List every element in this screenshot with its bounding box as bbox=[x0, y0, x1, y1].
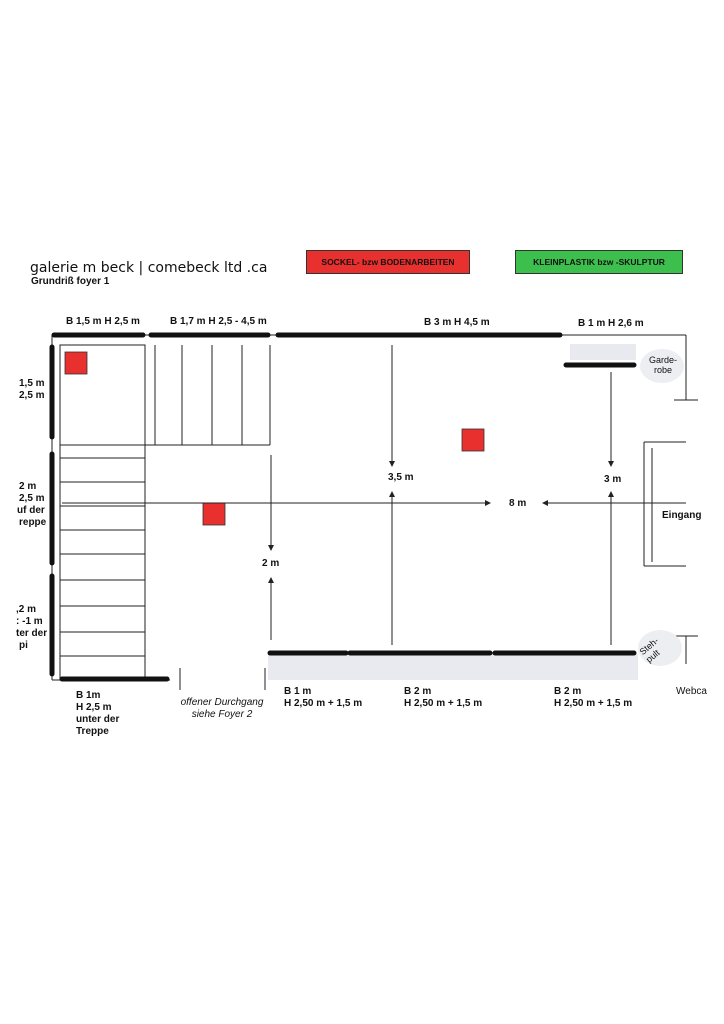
label-webcam: Webca bbox=[676, 686, 707, 697]
label-passage: offener Durchgang siehe Foyer 2 bbox=[180, 697, 264, 720]
label-garderobe: Garde- robe bbox=[648, 355, 677, 375]
pedestal-3 bbox=[202, 502, 226, 526]
label-wall-bottom-2: B 2 m H 2,50 m + 1,5 m bbox=[404, 686, 483, 709]
label-wall-top-4: B 1 m H 2,6 m bbox=[578, 318, 644, 329]
plan-outline bbox=[51, 334, 698, 690]
entrance-door bbox=[643, 441, 686, 567]
label-left-a2: 2,5 m bbox=[19, 390, 45, 401]
label-eingang: Eingang bbox=[662, 510, 702, 521]
legend-sockel: SOCKEL- bzw BODENARBEITEN bbox=[306, 250, 470, 274]
label-left-b4: reppe bbox=[19, 517, 47, 528]
label-left-c4: pi bbox=[19, 640, 28, 651]
dim-8: 8 m bbox=[509, 498, 527, 509]
brand-title: galerie m beck | comebeck ltd .ca bbox=[30, 260, 268, 276]
plan-subtitle: Grundriß foyer 1 bbox=[31, 276, 110, 287]
lower-stair-steps bbox=[59, 445, 146, 680]
label-left-c3: ter der bbox=[16, 628, 48, 639]
legend-kleinplastik: KLEINPLASTIK bzw -SKULPTUR bbox=[515, 250, 683, 274]
label-left-b2: 2,5 m bbox=[19, 493, 45, 504]
label-left-b3: uf der bbox=[17, 505, 45, 516]
dim-3: 3 m bbox=[604, 474, 622, 485]
legend-kleinplastik-label: KLEINPLASTIK bzw -SKULPTUR bbox=[533, 257, 665, 267]
label-left-b1: 2 m bbox=[19, 481, 37, 492]
label-wall-top-1: B 1,5 m H 2,5 m bbox=[66, 316, 140, 327]
label-stair-wall: B 1m H 2,5 m unter der Treppe bbox=[76, 690, 120, 737]
pedestal-1 bbox=[64, 351, 88, 375]
dim-35: 3,5 m bbox=[388, 472, 414, 483]
label-wall-top-2: B 1,7 m H 2,5 - 4,5 m bbox=[170, 316, 267, 327]
hanging-walls bbox=[49, 332, 637, 682]
stehpult-area bbox=[638, 630, 682, 666]
label-left-a1: 1,5 m bbox=[19, 378, 45, 389]
pedestals bbox=[64, 351, 485, 526]
label-left-c1: ,2 m bbox=[16, 604, 37, 615]
garderobe-panel bbox=[570, 344, 636, 360]
dim-2: 2 m bbox=[262, 558, 280, 569]
pedestal-2 bbox=[461, 428, 485, 452]
label-wall-bottom-3: B 2 m H 2,50 m + 1,5 m bbox=[554, 686, 633, 709]
label-left-c2: : -1 m bbox=[16, 616, 43, 627]
upper-stair-steps bbox=[145, 345, 271, 446]
label-wall-top-3: B 3 m H 4,5 m bbox=[424, 317, 490, 328]
dimension-arrows bbox=[62, 345, 686, 645]
garderobe-area bbox=[640, 349, 684, 383]
bottom-wall-panel bbox=[268, 654, 638, 680]
label-wall-bottom-1: B 1 m H 2,50 m + 1,5 m bbox=[284, 686, 363, 709]
legend-sockel-label: SOCKEL- bzw BODENARBEITEN bbox=[321, 257, 455, 267]
stair-landing bbox=[59, 344, 146, 446]
